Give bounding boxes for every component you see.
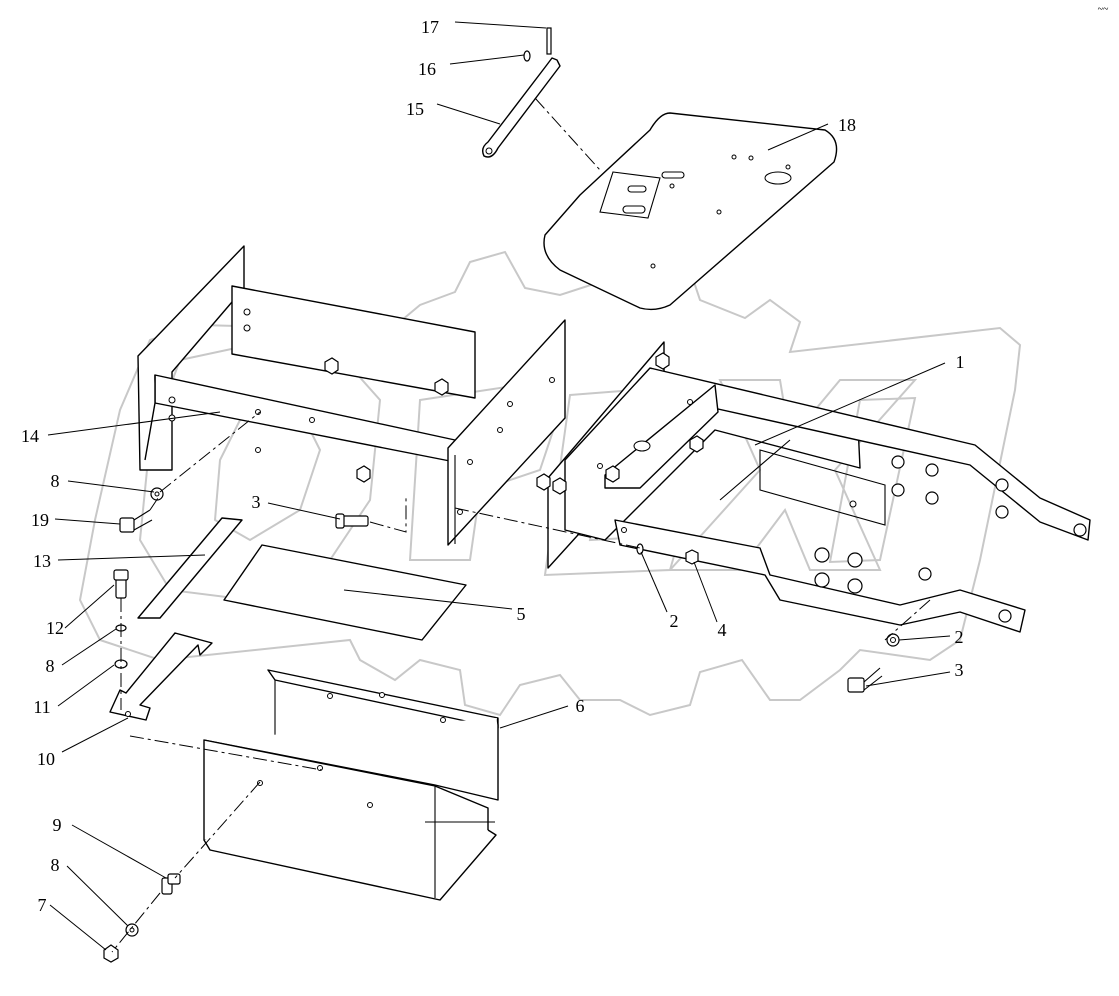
corner-mark: ~~ [1098,4,1109,15]
studs-group [536,352,1087,623]
callout-6: 6 [576,696,585,716]
callout-9: 9 [53,815,62,835]
callout-14: 14 [21,426,39,446]
callout-8-left: 8 [51,471,60,491]
bolt-part-9 [161,873,181,895]
plate-part-5 [223,544,467,641]
washer-part-2 [636,543,644,555]
callout-1: 1 [956,352,965,372]
washer-part-8-left [150,487,164,501]
latch-rod-part-15 [481,57,601,171]
pin-part-17 [546,27,552,55]
callout-10: 10 [37,749,55,769]
callout-4: 4 [718,620,727,640]
callout-2-center: 2 [670,611,679,631]
callout-7: 7 [38,895,47,915]
housing-part-6 [203,669,499,901]
callout-8-mid: 8 [46,656,55,676]
callout-3-right: 3 [955,660,964,680]
bolt-part-3 [335,513,369,529]
nut-part-4 [685,549,699,565]
clip-part-16 [523,50,531,62]
bolt-part-12 [113,569,129,599]
callout-8-bottom: 8 [51,855,60,875]
callout-3-left: 3 [252,492,261,512]
bolt-part-19 [119,509,153,533]
callout-16: 16 [418,59,436,79]
callout-17: 17 [421,17,439,37]
callout-11: 11 [33,697,50,717]
washer-part-2-right [886,633,900,647]
callout-labels: 17 16 15 18 1 14 8 19 3 13 12 8 11 10 5 … [21,17,965,915]
cover-plate-part-18 [543,112,838,311]
bolt-part-3-right [847,667,883,693]
centerlines [111,411,931,953]
callout-12: 12 [46,618,64,638]
washer-part-8-bottom [125,923,139,937]
bracket-part-10 [109,632,213,721]
callout-5: 5 [517,604,526,624]
callout-19: 19 [31,510,49,530]
callout-13: 13 [33,551,51,571]
nut-part-7 [103,944,119,963]
frame-right-part-1 [536,341,1091,633]
callout-18: 18 [838,115,856,135]
callout-15: 15 [406,99,424,119]
strip-part-13 [137,517,243,619]
frame-left-part-14 [137,245,566,546]
leader-lines [47,21,951,951]
callout-2-right: 2 [955,627,964,647]
